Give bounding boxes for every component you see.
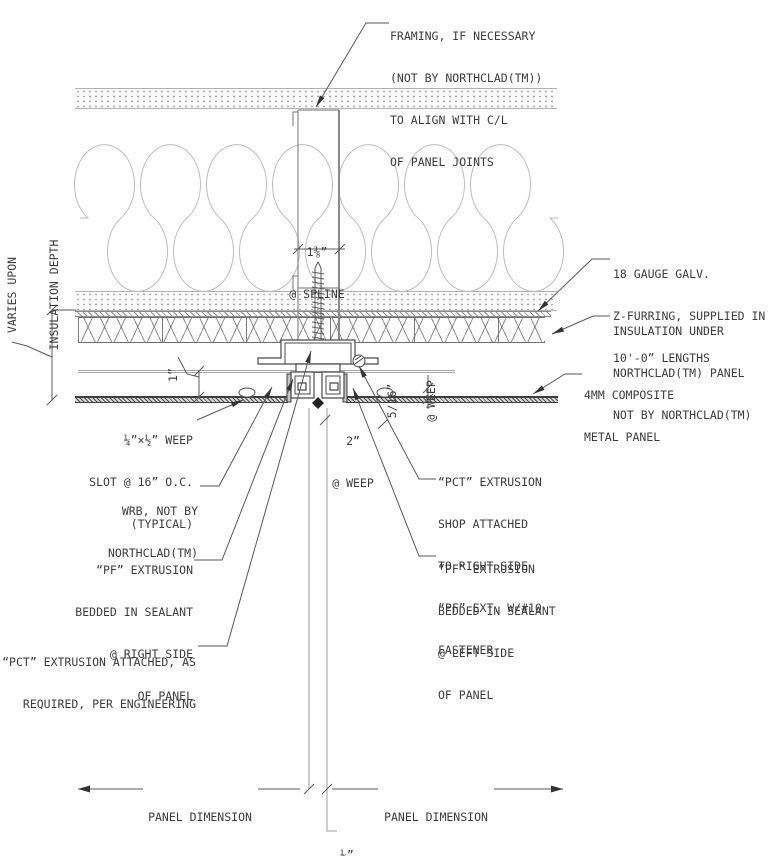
dimension-half-inch: ½”	[340, 848, 354, 856]
sheathing-band-inner	[75, 291, 557, 311]
framing-note: FRAMING, IF NECESSARY (NOT BY NORTHCLAD(…	[390, 29, 543, 169]
pct-shop-attached-note: “PCT” EXTRUSION SHOP ATTACHED TO RIGHT S…	[438, 475, 542, 657]
metal-panel-right	[346, 396, 558, 403]
batt-insulation-pattern	[74, 144, 564, 292]
leader-lines	[194, 22, 610, 647]
metal-panel-left	[75, 396, 288, 403]
rigid-insulation-band	[78, 317, 545, 343]
zfurring-strip	[75, 311, 551, 317]
furring-edge-line	[78, 370, 455, 373]
varies-insulation-note: VARIES UPON INSULATION DEPTH	[5, 239, 61, 351]
spline-screw	[311, 260, 325, 346]
pf-extrusion-right-note: “PF” EXTRUSION BEDDED IN SEALANT @ RIGHT…	[75, 563, 193, 703]
dimension-2-inch-weep: 2” @ WEEP	[332, 434, 374, 490]
dimension-1-inch: 1”	[166, 368, 180, 382]
dimension-lines	[11, 243, 563, 795]
insulation-under-note: INSULATION UNDER NORTHCLAD(TM) PANEL NOT…	[613, 324, 752, 422]
weep-slot-note: ¼”×½” WEEP SLOT @ 16” O.C. (TYPICAL)	[89, 433, 193, 531]
composite-panel-note: 4MM COMPOSITE METAL PANEL	[584, 388, 675, 444]
pct-attached-note: “PCT” EXTRUSION ATTACHED, AS REQUIRED, P…	[2, 655, 196, 711]
leader-arrowheads	[78, 95, 565, 793]
centerline-label: C/L	[297, 841, 337, 856]
centerline	[308, 408, 337, 832]
zfurring-note: 18 GAUGE GALV. Z-FURRING, SUPPLIED IN 10…	[613, 267, 766, 365]
spline-dimension-label: 1⅜” @ SPLINE	[289, 245, 345, 301]
sheathing-band-top	[75, 88, 557, 109]
panel-dimension-left: PANEL DIMENSION	[148, 810, 252, 824]
extrusion-assembly	[238, 339, 394, 409]
pf-extrusion-left-note: “PF” EXTRUSION BEDDED IN SEALANT @ LEFT …	[438, 562, 556, 702]
panel-dimension-right: PANEL DIMENSION	[384, 810, 488, 824]
wrb-note: WRB, NOT BY NORTHCLAD(TM)	[107, 504, 198, 560]
